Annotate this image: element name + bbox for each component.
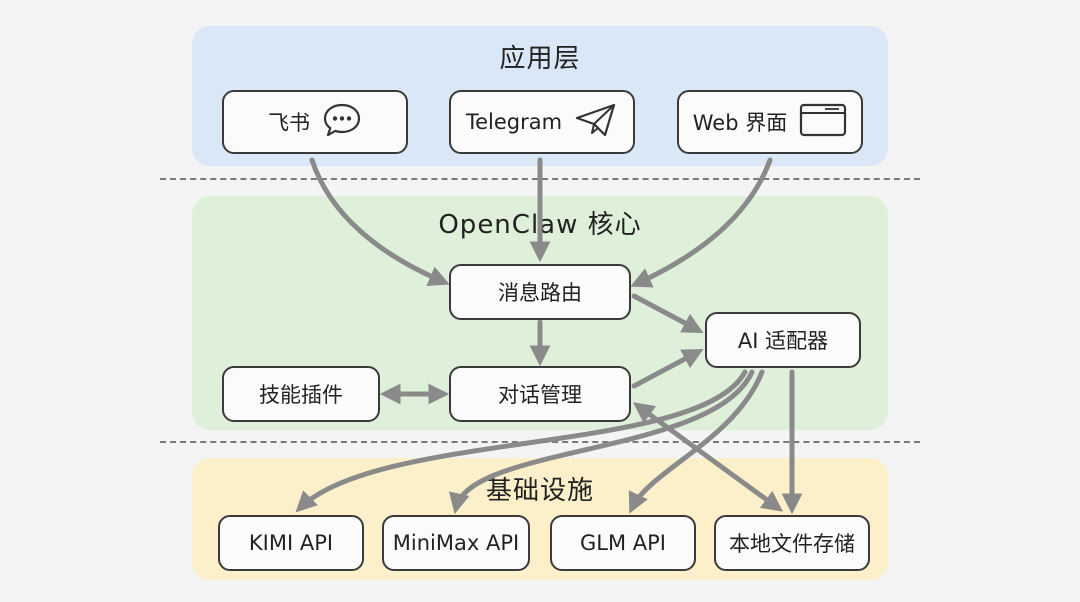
web-ui-label: Web 界面 <box>692 111 788 135</box>
glm-api-label: GLM API <box>580 531 666 555</box>
dialog-management-node: 对话管理 <box>449 366 631 422</box>
message-router-label: 消息路由 <box>498 281 582 305</box>
telegram-label: Telegram <box>465 110 563 134</box>
kimi-api-label: KIMI API <box>248 531 334 555</box>
feishu-label: 飞书 <box>268 111 310 135</box>
web-ui-node: Web 界面 <box>677 90 863 154</box>
paper-plane-icon <box>574 102 618 143</box>
minimax-api-node: MiniMax API <box>382 515 530 571</box>
chat-bubble-icon <box>322 101 362 144</box>
skill-plugins-node: 技能插件 <box>222 366 380 422</box>
telegram-node: Telegram <box>449 90 635 154</box>
feishu-node: 飞书 <box>222 90 408 154</box>
minimax-api-label: MiniMax API <box>392 531 520 555</box>
ai-adapter-node: AI 适配器 <box>705 312 861 368</box>
layer-divider-bottom <box>160 441 920 443</box>
skill-plugins-label: 技能插件 <box>259 383 343 407</box>
kimi-api-node: KIMI API <box>218 515 364 571</box>
browser-window-icon <box>799 102 847 143</box>
core-layer-title: OpenClaw 核心 <box>438 210 642 240</box>
message-router-node: 消息路由 <box>449 264 631 320</box>
app-layer-title: 应用层 <box>499 44 581 74</box>
ai-adapter-label: AI 适配器 <box>737 329 829 353</box>
layer-divider-top <box>160 178 920 180</box>
local-file-storage-node: 本地文件存储 <box>714 515 870 571</box>
local-file-storage-label: 本地文件存储 <box>729 532 855 556</box>
glm-api-node: GLM API <box>550 515 696 571</box>
dialog-management-label: 对话管理 <box>498 383 582 407</box>
infra-layer-title: 基础设施 <box>485 476 594 506</box>
